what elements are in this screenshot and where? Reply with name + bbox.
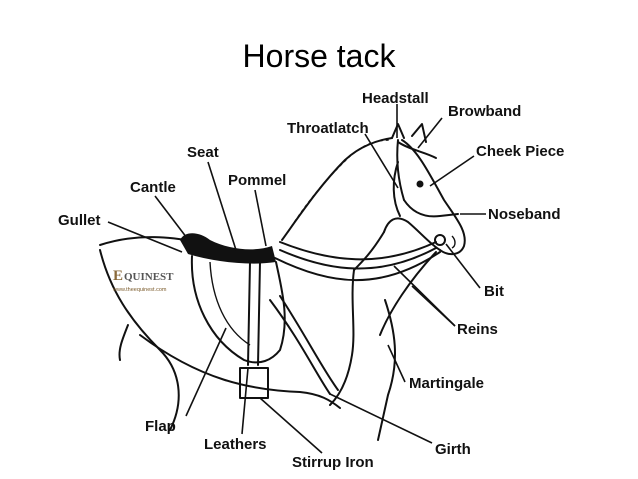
logo-e: E [113,268,123,284]
label-headstall: Headstall [362,90,429,107]
label-pommel: Pommel [228,172,286,189]
label-leathers: Leathers [204,436,267,453]
label-stirrup-iron: Stirrup Iron [292,454,374,471]
label-gullet: Gullet [58,212,101,229]
label-martingale: Martingale [409,375,484,392]
label-girth: Girth [435,441,471,458]
label-throatlatch: Throatlatch [287,120,369,137]
logo-name: QUINEST [124,271,174,283]
leader-lines [107,104,486,454]
label-cheek-piece: Cheek Piece [476,143,564,160]
equinest-logo: E QUINEST www.theequinest.com [112,268,174,293]
label-noseband: Noseband [488,206,561,223]
label-browband: Browband [448,103,521,120]
logo-url: www.theequinest.com [112,287,167,293]
horse-outline [99,123,466,441]
page-title: Horse tack [242,38,396,74]
label-bit: Bit [484,283,504,300]
label-seat: Seat [187,144,219,161]
label-flap: Flap [145,418,176,435]
saddle [180,233,339,399]
bridle [392,139,459,246]
reins [274,241,441,336]
part-labels: Headstall Browband Throatlatch Cheek Pie… [58,90,564,471]
label-cantle: Cantle [130,179,176,196]
label-reins: Reins [457,321,498,338]
